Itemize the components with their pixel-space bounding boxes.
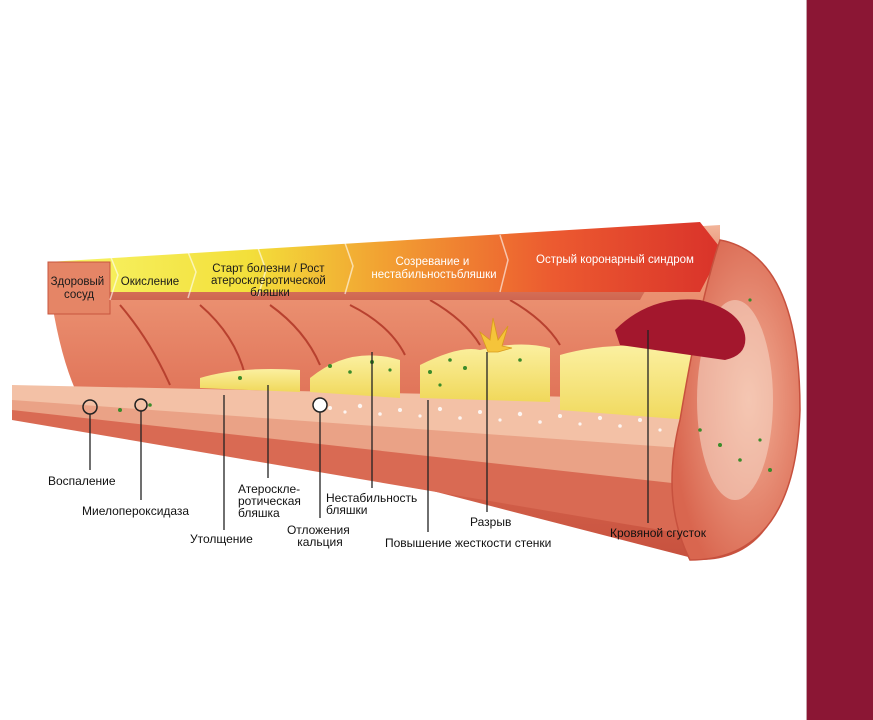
stage-3-label: Старт болезни / Рост атеросклеротической…: [211, 263, 329, 299]
vessel-rings: [119, 299, 561, 386]
stiffness-label: Повышение жесткости стенки: [385, 536, 551, 550]
vessel-middle-layer: [12, 398, 700, 485]
plaque-growing: [310, 355, 400, 398]
stage-labels: Здоровый сосуд Окисление Старт болезни /…: [51, 254, 694, 301]
oxidation-particles: [118, 298, 772, 472]
callout-labels: Воспаление Миелопероксидаза Утолщение Ат…: [48, 474, 707, 550]
calcium-label: Отложения кальция: [287, 523, 353, 549]
plaque-early: [200, 369, 300, 392]
thickening-label: Утолщение: [190, 532, 253, 546]
instability-label: Нестабильность бляшки: [326, 491, 421, 517]
plaque-unstable: [420, 344, 550, 402]
stage-2-label: Окисление: [121, 276, 179, 288]
rupture-label: Разрыв: [470, 515, 511, 529]
inflammation-label: Воспаление: [48, 474, 116, 488]
plaque-label: Атероскле- ротическая бляшка: [238, 482, 304, 520]
stage-banner: [47, 222, 722, 315]
stage-4-label: Созревание и нестабильностьбляшки: [371, 256, 496, 281]
stage-1-label: Здоровый сосуд: [51, 276, 108, 301]
leader-lines: [89, 330, 649, 532]
sidebar-accent-bar: [806, 0, 873, 720]
myeloperoxidase-label: Миелопероксидаза: [82, 504, 189, 518]
stage-5-label: Острый коронарный синдром: [536, 254, 694, 266]
calcium-deposits: [328, 403, 662, 432]
clot-label: Кровяной сгусток: [610, 526, 707, 540]
calcium-marker: [312, 397, 328, 413]
rupture-burst: [479, 317, 513, 353]
atherosclerosis-diagram: Здоровый сосуд Окисление Старт болезни /…: [12, 222, 801, 561]
